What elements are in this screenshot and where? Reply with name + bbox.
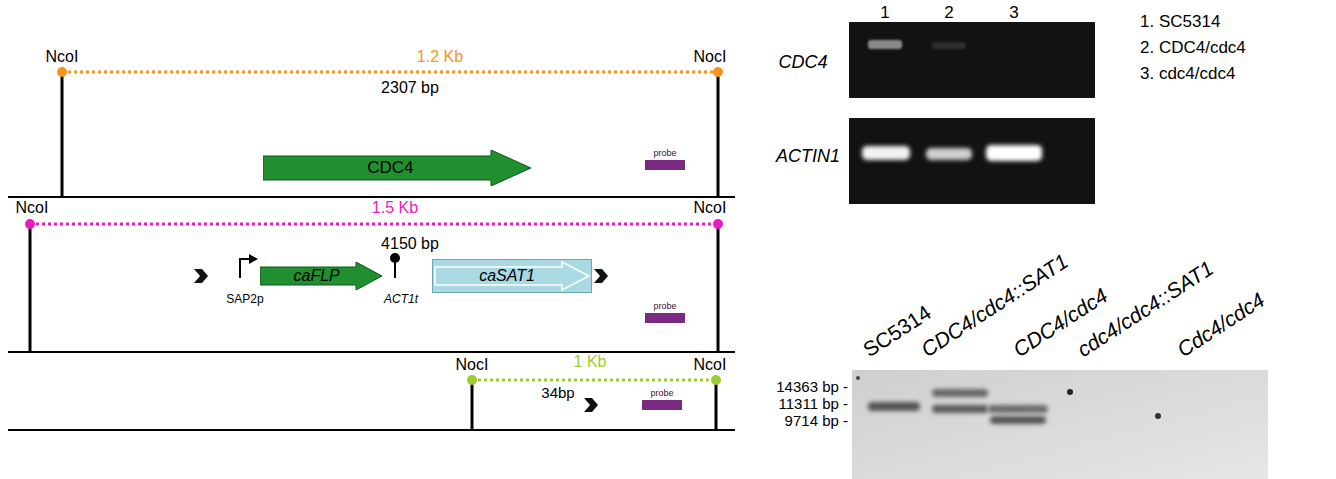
lane-number: 1 [880,3,889,23]
fragment-line [30,223,718,226]
blot-speck [1067,389,1073,395]
site-dot [25,219,35,229]
site-dot [713,219,723,229]
fragment-line [62,71,718,74]
annotation: NcoI [694,356,727,374]
probe-label: probe [650,388,673,398]
probe-bar [645,160,685,170]
gel-band [926,148,972,160]
gel-band [862,146,910,160]
site-dot [713,67,723,77]
gene-name: CDC4 [367,158,413,178]
blot-band [932,405,988,413]
site-line [471,380,474,430]
annotation: NcoI [694,199,727,217]
frt-chevron [194,269,208,283]
annotation: ACT1t [384,293,418,307]
site-line [717,224,720,352]
annotation: NocI [694,48,727,66]
marker-box [433,260,592,293]
gene-label: CDC4 [778,52,827,73]
dna-line [8,196,735,198]
annotation: 1.5 Kb [372,199,418,217]
annotation: NcoI [16,199,49,217]
probe-label: probe [653,301,676,311]
probe-box: probe [645,301,685,323]
annotation: 34bp [541,384,574,401]
gene-arrow-body [260,262,382,290]
terminator-stem [394,262,396,278]
promoter-arrowhead [249,254,258,264]
promoter-arrow [240,259,250,278]
size-marker: 9714 bp - [785,412,848,429]
marker-gene-arrow: caSAT1 [432,259,592,293]
marker-arrow-outline [435,262,589,290]
site-dot [467,375,477,385]
size-marker: 11311 bp - [779,395,849,412]
blot-band [932,389,988,397]
strain-label: Cdc4/cdc4 [1173,288,1269,362]
probe-label: probe [653,148,676,158]
site-dot [57,67,67,77]
gene-arrow: CDC4 [263,150,531,186]
site-line [29,224,32,352]
gene-name: caSAT1 [479,267,535,285]
gene-label: ACTIN1 [776,146,840,167]
site-line [717,72,720,197]
site-line [715,380,718,430]
dna-line [8,351,735,353]
annotation: SAP2p [226,293,263,307]
annotation: 2307 bp [381,79,439,97]
annotation: 1.2 Kb [417,48,463,66]
annotation: 4150 bp [381,235,439,253]
lane-key: 2. CDC4/cdc4 [1140,38,1246,58]
gel-band [932,42,966,49]
blot-speck [1155,413,1161,419]
annotation: 1 Kb [574,353,607,371]
annotation: NcoI [46,48,79,66]
lane-number: 2 [944,3,953,23]
probe-box: probe [645,148,685,170]
probe-bar [645,313,685,323]
blot-speck [856,376,860,380]
blot-band [868,402,920,411]
size-marker: 14363 bp - [776,378,848,395]
fragment-line [472,379,716,382]
gel-panel [849,118,1095,204]
frt-chevron [594,269,608,283]
gel-panel [849,22,1095,98]
strain-label: CDC4/cdc4::SAT1 [917,249,1073,362]
blot-band [988,405,1048,413]
lane-number: 3 [1009,3,1018,23]
probe-bar [642,400,682,410]
site-line [61,72,64,197]
frt-chevron [584,398,598,412]
terminator-head [390,253,400,263]
annotation: NocI [456,356,489,374]
lane-key: 3. cdc4/cdc4 [1140,64,1235,84]
site-dot [711,375,721,385]
gel-band [986,145,1042,161]
probe-box: probe [642,388,682,410]
gene-arrow: caFLP [260,262,382,290]
gene-arrow-body [263,150,531,186]
blot-panel [852,370,1268,479]
gene-name: caFLP [294,267,340,285]
gel-band [868,40,902,49]
dna-line [8,429,735,431]
blot-band [990,416,1046,424]
lane-key: 1. SC5314 [1140,12,1220,32]
